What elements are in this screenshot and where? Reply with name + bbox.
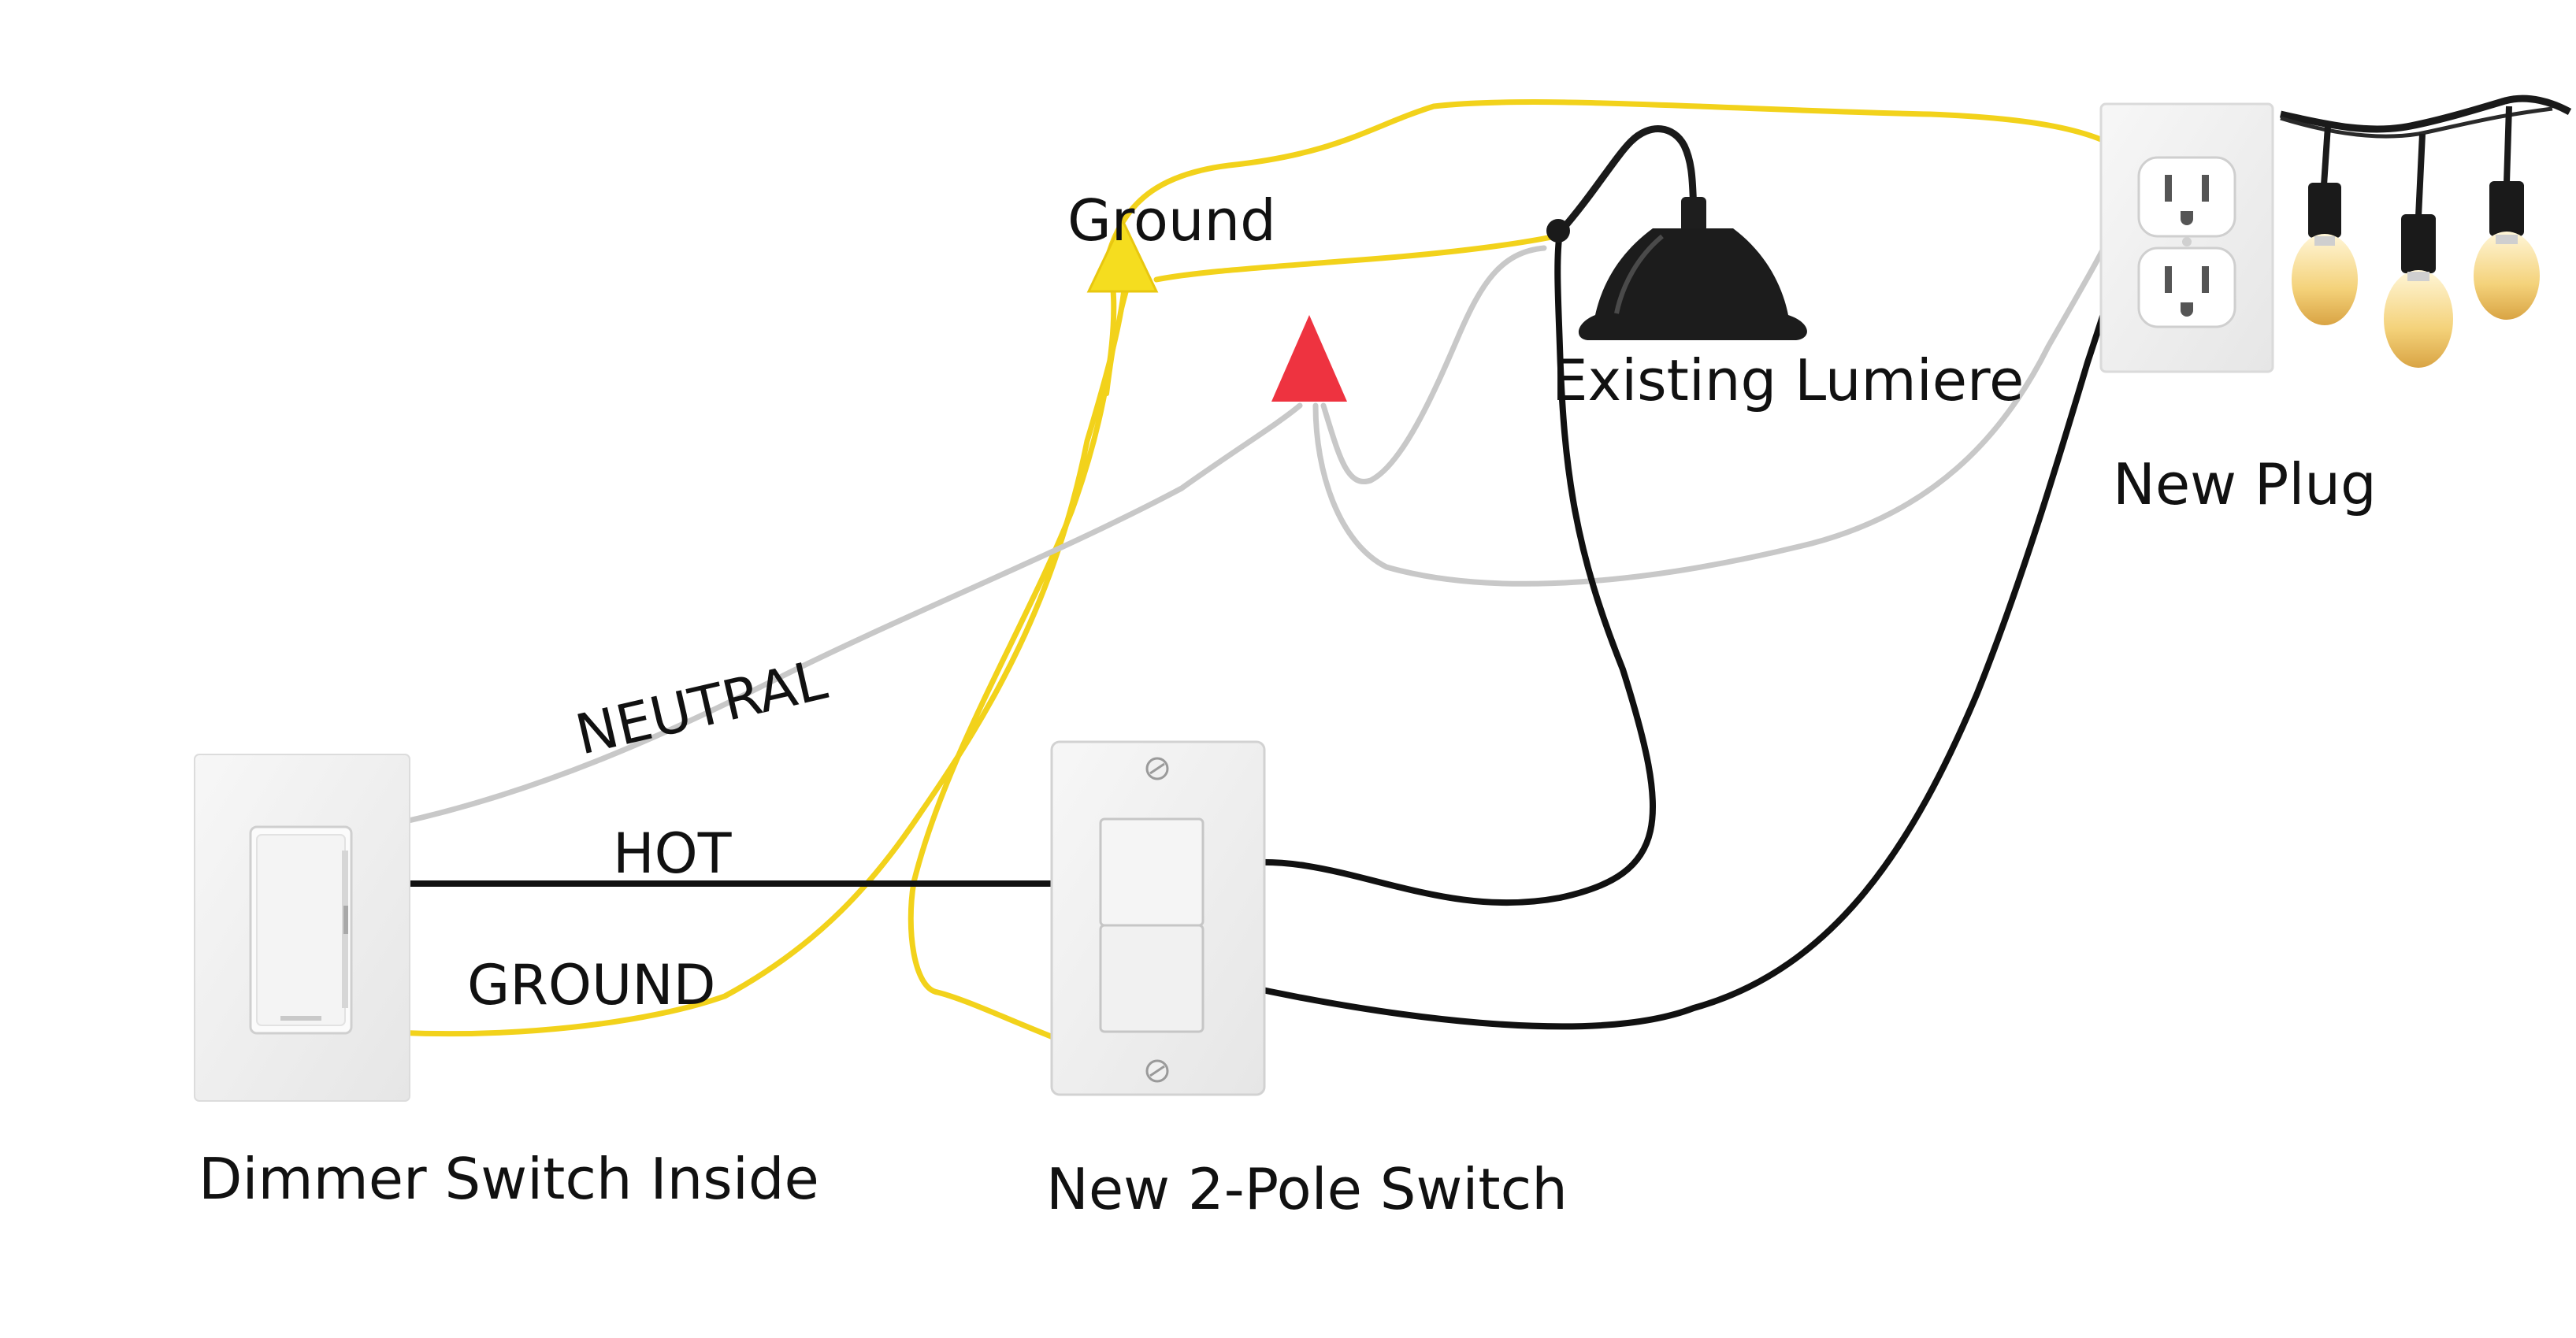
label-ground-wire: GROUND	[467, 953, 715, 1017]
plate-screw-top-icon	[1145, 757, 1169, 780]
ground-wire-lamp	[1153, 233, 1559, 283]
label-new-switch: New 2-Pole Switch	[1046, 1156, 1568, 1222]
bulb-2	[2384, 133, 2453, 368]
label-dimmer-switch: Dimmer Switch Inside	[199, 1146, 819, 1212]
neutral-wire-lamp	[1320, 245, 1547, 484]
hot-wire-plug	[1234, 241, 2130, 1030]
neutral-wire-nut-icon	[1271, 315, 1347, 402]
two-pole-switch	[1050, 740, 1266, 1096]
duplex-outlet	[2099, 102, 2274, 373]
rocker-top	[1099, 817, 1204, 927]
ground-wire-dimmer	[377, 276, 1128, 1037]
hot-wire-lamp	[1234, 229, 1657, 906]
barn-lamp	[1546, 125, 1807, 340]
ground-wire-plug	[1106, 99, 2130, 255]
ground-wire-nut-icon	[1086, 217, 1159, 293]
string-lights	[2279, 95, 2572, 368]
label-new-plug: New Plug	[2113, 451, 2377, 517]
bulb-1	[2292, 125, 2358, 325]
label-neutral: NEUTRAL	[570, 647, 832, 768]
wires	[377, 99, 2130, 1052]
label-hot: HOT	[613, 821, 732, 886]
label-ground-top: Ground	[1067, 187, 1276, 254]
neutral-wire-dimmer	[377, 402, 1303, 830]
dimmer-switch	[194, 754, 410, 1102]
neutral-wire-plug	[1312, 213, 2122, 587]
ground-wire-switch	[908, 276, 1117, 1052]
plate-screw-bottom-icon	[1145, 1059, 1169, 1083]
bulb-3	[2474, 106, 2540, 320]
ground-wire-extra	[1104, 277, 1132, 396]
rocker-bottom	[1099, 924, 1204, 1033]
label-existing-lumiere: Existing Lumiere	[1552, 347, 2024, 413]
